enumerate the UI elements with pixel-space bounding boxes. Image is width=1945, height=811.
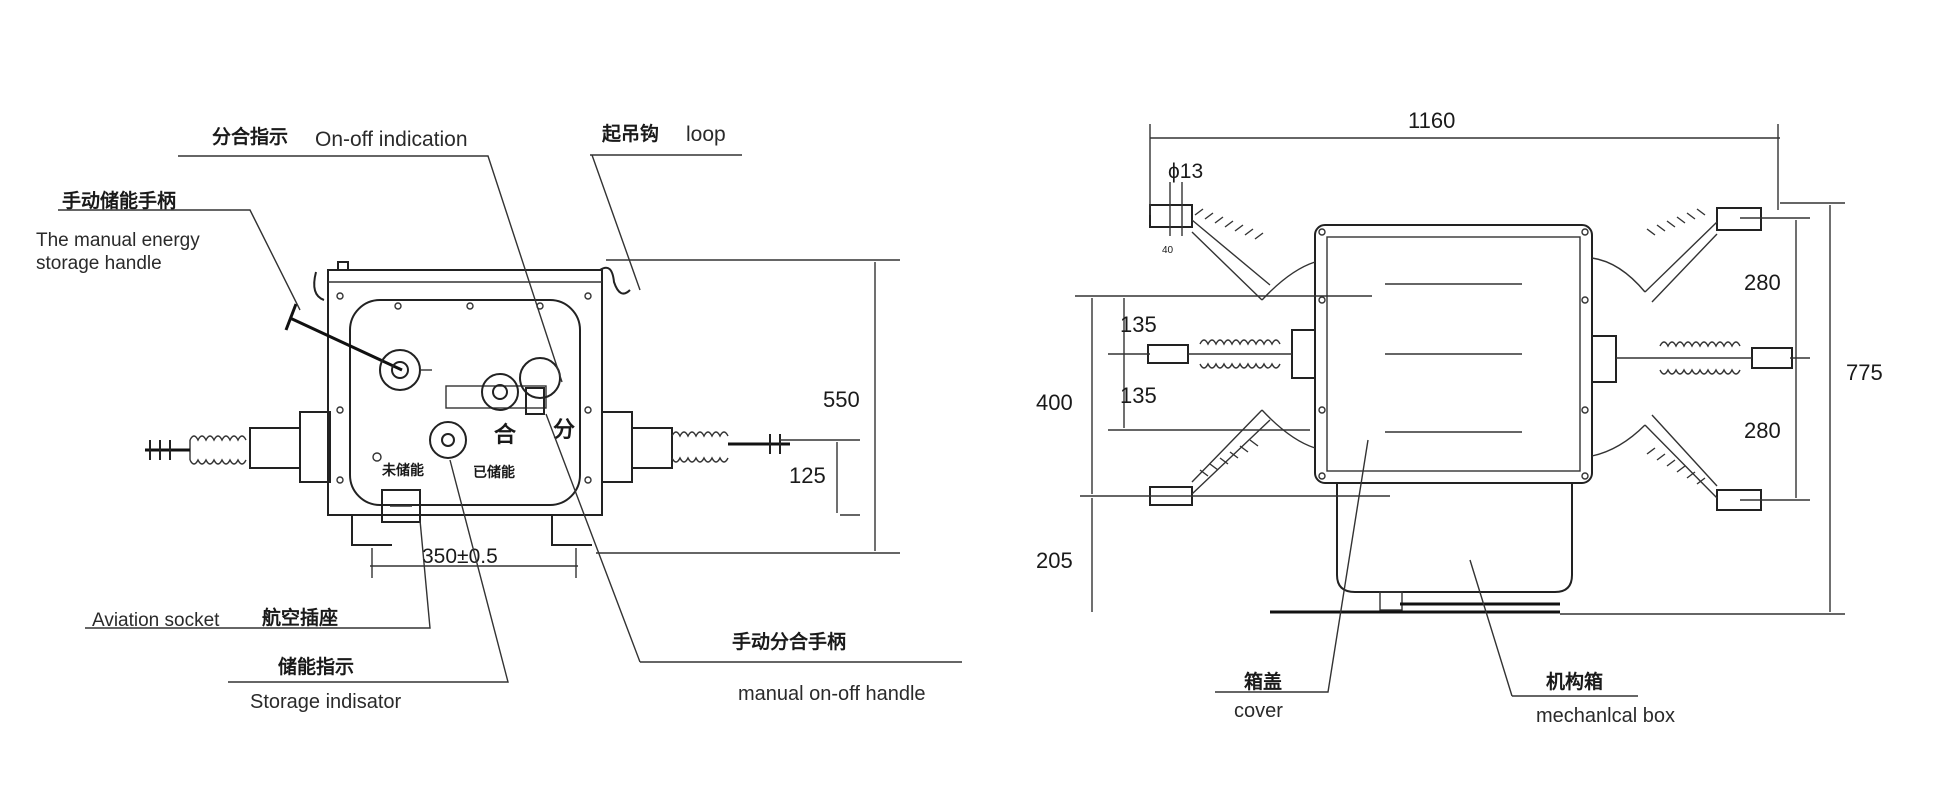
dim-205: 205 — [1036, 548, 1073, 573]
left-front-panel — [349, 299, 581, 506]
leader-manual — [545, 413, 962, 663]
left-storage-indicator — [429, 421, 467, 459]
left-storage-handle — [289, 316, 403, 372]
left-aviation-socket — [381, 489, 421, 523]
left-storage-hub-center — [391, 361, 409, 379]
left-terminal-nuts-right — [769, 434, 781, 454]
left-view: 合 分 未储能 已储能 550 125 350±0.5 — [36, 122, 962, 713]
left-hook-b — [599, 266, 631, 295]
label-hole: ϕ13 — [1168, 160, 1203, 183]
right-terminal-right-mid — [1751, 347, 1793, 369]
right-terminal-right-top — [1716, 207, 1762, 231]
left-terminal-flange — [299, 411, 331, 483]
left-indication-dial — [481, 373, 519, 411]
panel-text-fen: 分 — [553, 418, 575, 443]
right-right-bottom-sheds — [1646, 447, 1706, 485]
right-cover-inner — [1326, 236, 1581, 472]
right-left-flange — [1291, 329, 1316, 379]
leader-box — [1469, 559, 1638, 697]
leader-loop — [590, 154, 742, 291]
leader-cover — [1215, 439, 1369, 693]
dim-775: 775 — [1846, 360, 1883, 385]
right-left-connectors — [1261, 261, 1316, 449]
leader-storage — [228, 459, 509, 683]
label-onoff-en: On-off indication — [315, 128, 468, 151]
label-manual-cn: 手动分合手柄 — [732, 630, 846, 653]
left-storage-indicator-center — [441, 433, 455, 447]
left-terminal-nuts-left — [149, 440, 171, 460]
label-handle-en-2: storage handle — [36, 253, 162, 274]
label-aviation-cn: 航空插座 — [262, 606, 338, 629]
dim-135-lower: 135 — [1120, 383, 1157, 408]
label-aviation-en: Aviation socket — [92, 610, 220, 631]
dim-1160: 1160 — [1408, 108, 1455, 133]
right-terminal-left-top — [1149, 204, 1193, 228]
dim-125: 125 — [789, 463, 826, 488]
right-mechanical-box — [1336, 483, 1573, 593]
right-left-mid-sheds — [1199, 339, 1281, 369]
dim-280-top: 280 — [1744, 270, 1781, 295]
right-terminal-left-mid — [1147, 344, 1189, 364]
left-enclosure — [327, 269, 603, 516]
label-storage-cn: 储能指示 — [278, 655, 354, 678]
dim-280-bottom: 280 — [1744, 418, 1781, 443]
leader-handle — [58, 209, 301, 311]
label-loop-en: loop — [686, 123, 726, 146]
left-hook-c — [313, 271, 325, 301]
right-left-bottom-sheds — [1199, 439, 1259, 477]
label-handle-en-1: The manual energy — [36, 230, 200, 251]
panel-text-he: 合 — [494, 422, 517, 448]
right-right-flange — [1591, 335, 1617, 383]
right-terminal-body — [631, 427, 673, 469]
leader-onoff — [178, 155, 563, 383]
label-handle-cn: 手动储能手柄 — [62, 189, 176, 212]
label-hole-small: 40 — [1162, 245, 1174, 256]
label-loop-cn: 起吊钩 — [601, 122, 659, 145]
label-onoff-cn: 分合指示 — [212, 125, 288, 148]
right-base-foot-left — [1379, 591, 1403, 611]
dim-135-upper: 135 — [1120, 312, 1157, 337]
label-storage-en: Storage indisator — [250, 691, 402, 713]
label-cover-en: cover — [1234, 700, 1283, 722]
label-cover-cn: 箱盖 — [1244, 670, 1282, 693]
left-insulator-sheds-left — [189, 435, 247, 465]
right-cover-bolts — [1318, 228, 1589, 480]
left-terminal-body — [249, 427, 301, 469]
panel-text-uncharged: 未储能 — [382, 462, 424, 479]
right-left-top-sheds — [1194, 208, 1264, 240]
right-right-top-sheds — [1646, 208, 1706, 236]
right-left-top-insulator — [1191, 219, 1271, 301]
dim-550: 550 — [823, 387, 860, 412]
left-hook-a — [337, 261, 349, 270]
left-indication-dial-center — [492, 384, 508, 400]
right-terminal-flange — [601, 411, 633, 483]
right-right-mid-sheds — [1659, 341, 1741, 375]
right-base-plate — [1270, 602, 1560, 614]
left-base-feet — [351, 515, 592, 546]
label-box-cn: 机构箱 — [1546, 670, 1603, 693]
right-left-bottom-insulator — [1191, 409, 1271, 495]
label-box-en: mechanlcal box — [1536, 705, 1675, 727]
left-small-lamp — [372, 452, 382, 462]
right-right-top-insulator — [1644, 221, 1718, 303]
left-manual-handle — [525, 387, 545, 415]
left-insulator-sheds-right — [671, 431, 729, 463]
left-panel-bolts — [336, 292, 592, 484]
right-right-connectors — [1591, 257, 1646, 457]
leader-aviation — [85, 519, 431, 629]
label-manual-en: manual on-off handle — [738, 683, 926, 705]
dim-350: 350±0.5 — [422, 545, 498, 568]
dim-400: 400 — [1036, 390, 1073, 415]
right-view: 1160 ϕ13 40 280 280 775 135 135 400 205 … — [1036, 108, 1883, 727]
right-right-bottom-insulator — [1644, 414, 1718, 499]
panel-text-charged: 已储能 — [473, 464, 515, 481]
left-storage-handle-grip — [284, 303, 298, 331]
